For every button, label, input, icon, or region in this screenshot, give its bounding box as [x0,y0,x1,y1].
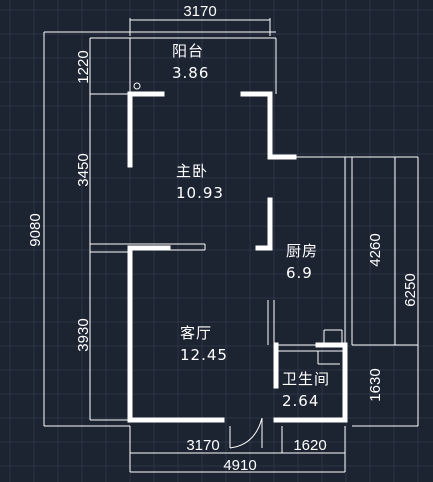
walls [127,91,348,423]
room-master-bedroom: 主卧 10.93 [176,162,224,202]
room-area: 3.86 [172,64,209,82]
room-name: 主卧 [176,162,208,180]
room-balcony: 阳台 3.86 [172,42,209,82]
dimension-lines [43,18,419,473]
dim-bottom-left-width: 3170 [186,437,219,454]
room-name: 卫生间 [282,370,330,388]
dim-kitchen-depth: 4260 [367,233,384,266]
room-area: 12.45 [180,346,228,364]
room-living-room: 客厅 12.45 [180,324,228,364]
room-kitchen: 厨房 6.9 [286,242,318,282]
dim-bottom-total-width: 4910 [223,457,256,474]
room-area: 10.93 [176,184,224,202]
dim-total-depth: 9080 [27,213,44,246]
dim-bottom-right-width: 1620 [293,437,326,454]
room-bathroom: 卫生间 2.64 [282,370,330,410]
dim-bedroom-depth: 3450 [75,153,92,186]
room-area: 2.64 [282,392,319,410]
dim-top-width: 3170 [183,3,216,20]
dim-living-depth: 3930 [75,318,92,351]
dim-bathroom-depth: 1630 [367,368,384,401]
room-name: 厨房 [286,242,318,260]
dim-right-total-depth: 6250 [402,273,419,306]
dim-balcony-depth: 1220 [75,50,92,83]
room-name: 阳台 [172,42,204,60]
room-name: 客厅 [180,324,212,342]
room-area: 6.9 [286,264,313,282]
